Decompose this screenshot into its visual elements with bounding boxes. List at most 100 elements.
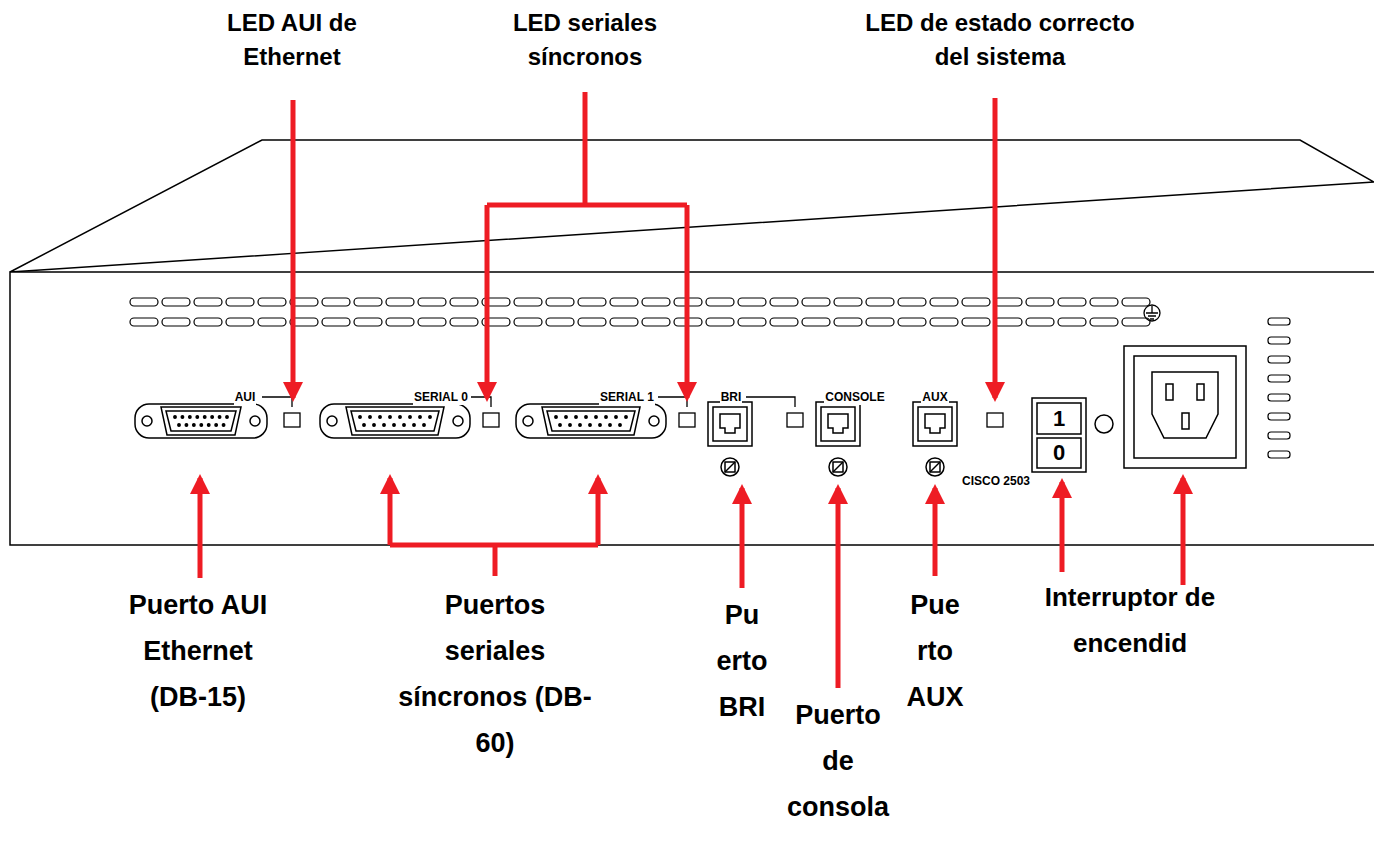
vent-slots [834,318,862,326]
vent-slots [738,318,766,326]
vent-slots [706,318,734,326]
rj45-port [721,458,739,476]
dsub-connector [516,404,666,438]
dsub-connector [327,416,337,426]
rj45-port [816,402,860,476]
dsub-connector [363,424,365,426]
dsub-connector [599,424,601,426]
vent-slots [642,298,670,306]
dsub-connector [369,416,371,418]
callout-arrows [685,205,690,398]
dsub-connector [222,424,224,426]
port-marking: BRI [720,389,743,405]
vent-slots [1058,318,1086,326]
callout-label: LED de estado correcto del sistema [850,6,1150,74]
vent-slots [226,318,254,326]
vent-slots [130,318,158,326]
label-ticks [262,397,292,407]
label-ticks [262,397,795,407]
rj45-port [828,414,848,433]
vent-slots [162,318,190,326]
vent-slots [962,298,990,306]
dsub-connector [196,416,198,418]
dsub-connector [625,416,627,418]
vent-slots [866,318,894,326]
dsub-connector [226,416,228,418]
vent-slots [354,298,382,306]
side-vents [1268,318,1290,325]
dsub-connector [619,424,621,426]
vent-slots [450,318,478,326]
power-inlet [1124,346,1246,468]
dsub-connector [423,424,425,426]
rj45-port [708,402,752,446]
side-vents [1268,413,1290,420]
dsub-connector [585,416,587,418]
dsub-connector [589,424,591,426]
callout-arrows [493,545,498,576]
power-switch [1037,403,1081,434]
vent-slots [770,298,798,306]
rj45-port [930,462,940,472]
switch-marking: 1 [1049,407,1069,431]
dsub-connector [250,416,260,426]
dsub-connector [419,416,421,418]
dsub-connector [215,424,217,426]
callout-label: Puertos seriales síncronos (DB-60) [395,582,595,766]
side-vents [1268,451,1290,458]
dsub-connector [166,411,236,431]
vent-slots [802,318,830,326]
vent-slots [802,298,830,306]
rj45-port [713,407,747,441]
dsub-connector [615,416,617,418]
dsub-connector [609,424,611,426]
ground-symbol [1146,306,1158,319]
power-inlet [1152,372,1218,438]
chassis [10,140,1374,545]
callout-label: Puerto AUI Ethernet (DB-15) [128,582,268,720]
led-indicators [679,413,695,427]
vent-slots [354,318,382,326]
led-indicators [284,413,1003,427]
vent-slots [322,318,350,326]
vent-slots [610,298,638,306]
dsub-connector [569,424,571,426]
rj45-port [725,462,735,472]
side-vents [1268,337,1290,344]
power-inlet [1134,356,1236,458]
vent-slots [418,298,446,306]
vent-slots [610,318,638,326]
callout-arrows [740,488,745,588]
vent-slots [194,318,222,326]
vent-slots [514,298,542,306]
callout-arrows [291,100,296,398]
rj45-port [725,462,735,472]
vent-slots [162,298,190,306]
port-marking: AUX [921,389,948,405]
dsub-connector [193,424,195,426]
label-ticks [471,397,491,407]
dsub-connector [453,416,463,426]
dsub-connector [399,416,401,418]
led-indicators [987,413,1003,427]
dsub-connector [393,424,395,426]
chassis [10,272,1374,545]
dsub-connector [204,416,206,418]
led-indicators [284,413,300,427]
dsub-connector [383,424,385,426]
dsub-connector [211,416,213,418]
vent-slots [738,298,766,306]
dsub-connector [516,404,666,438]
vent-slots [866,298,894,306]
vent-slots [1090,318,1118,326]
callout-label: Interruptor de encendid [1041,574,1219,666]
led-indicators [483,413,499,427]
rj45-port [930,462,940,472]
rj45-port [913,402,957,476]
dsub-connector [523,416,533,426]
label-ticks [746,397,795,407]
port-marking: SERIAL 0 [413,389,469,405]
vent-slots [706,298,734,306]
dsub-connector [413,424,415,426]
